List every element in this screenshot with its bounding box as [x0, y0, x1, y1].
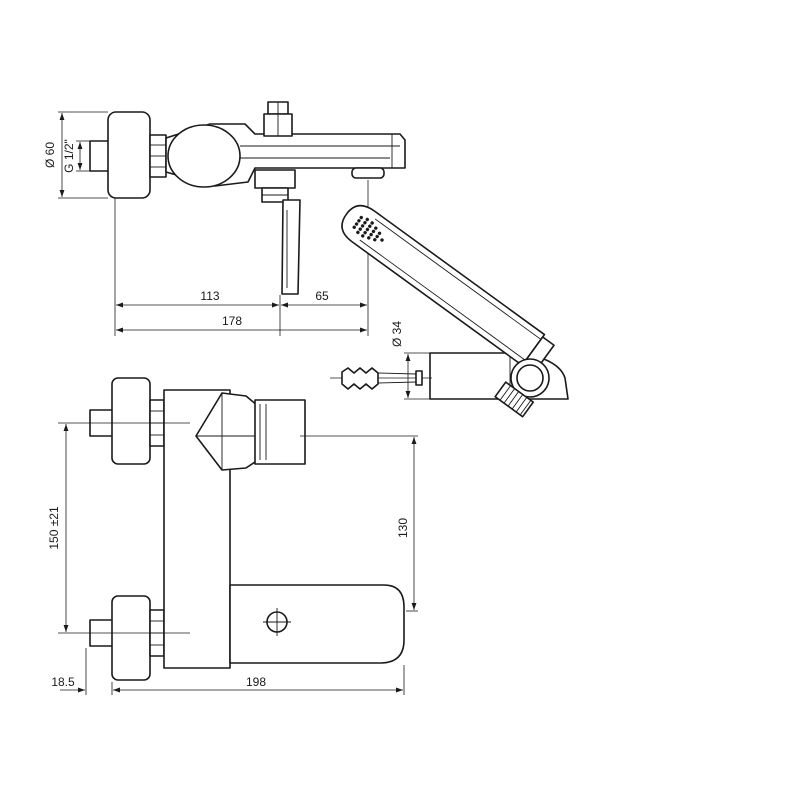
- label-thread: G 1/2": [62, 139, 76, 173]
- cartridge-sphere: [167, 124, 241, 188]
- fixing-screw-plug: [330, 367, 432, 390]
- hand-shower-assembly: Ø 34: [330, 204, 569, 418]
- aerator: [351, 167, 385, 179]
- spray-nozzles: [352, 215, 384, 242]
- label-18-5: 18.5: [51, 675, 75, 689]
- upper-escutcheon: [111, 377, 151, 465]
- front-lever: [229, 584, 405, 664]
- label-diameter-60: Ø 60: [43, 142, 57, 168]
- hose-connector: [494, 381, 535, 418]
- wall-escutcheon: [107, 111, 151, 199]
- lower-escutcheon: [111, 595, 151, 681]
- lever-handle: [281, 199, 301, 295]
- label-centres: 150 ±21: [47, 506, 61, 550]
- shower-outlet-nut: [254, 169, 296, 189]
- label-113: 113: [200, 289, 219, 303]
- label-198: 198: [246, 675, 266, 689]
- label-diameter-34: Ø 34: [390, 321, 404, 347]
- label-178: 178: [222, 314, 242, 328]
- front-view-mixer: 150 ±21 130 18.5 198: [47, 377, 418, 695]
- label-65: 65: [315, 289, 329, 303]
- hand-shower-body: [341, 204, 546, 367]
- top-view-mixer: Ø 60 G 1/2" 113 65 178: [43, 101, 406, 336]
- label-130: 130: [396, 518, 410, 538]
- front-spout: [254, 399, 306, 465]
